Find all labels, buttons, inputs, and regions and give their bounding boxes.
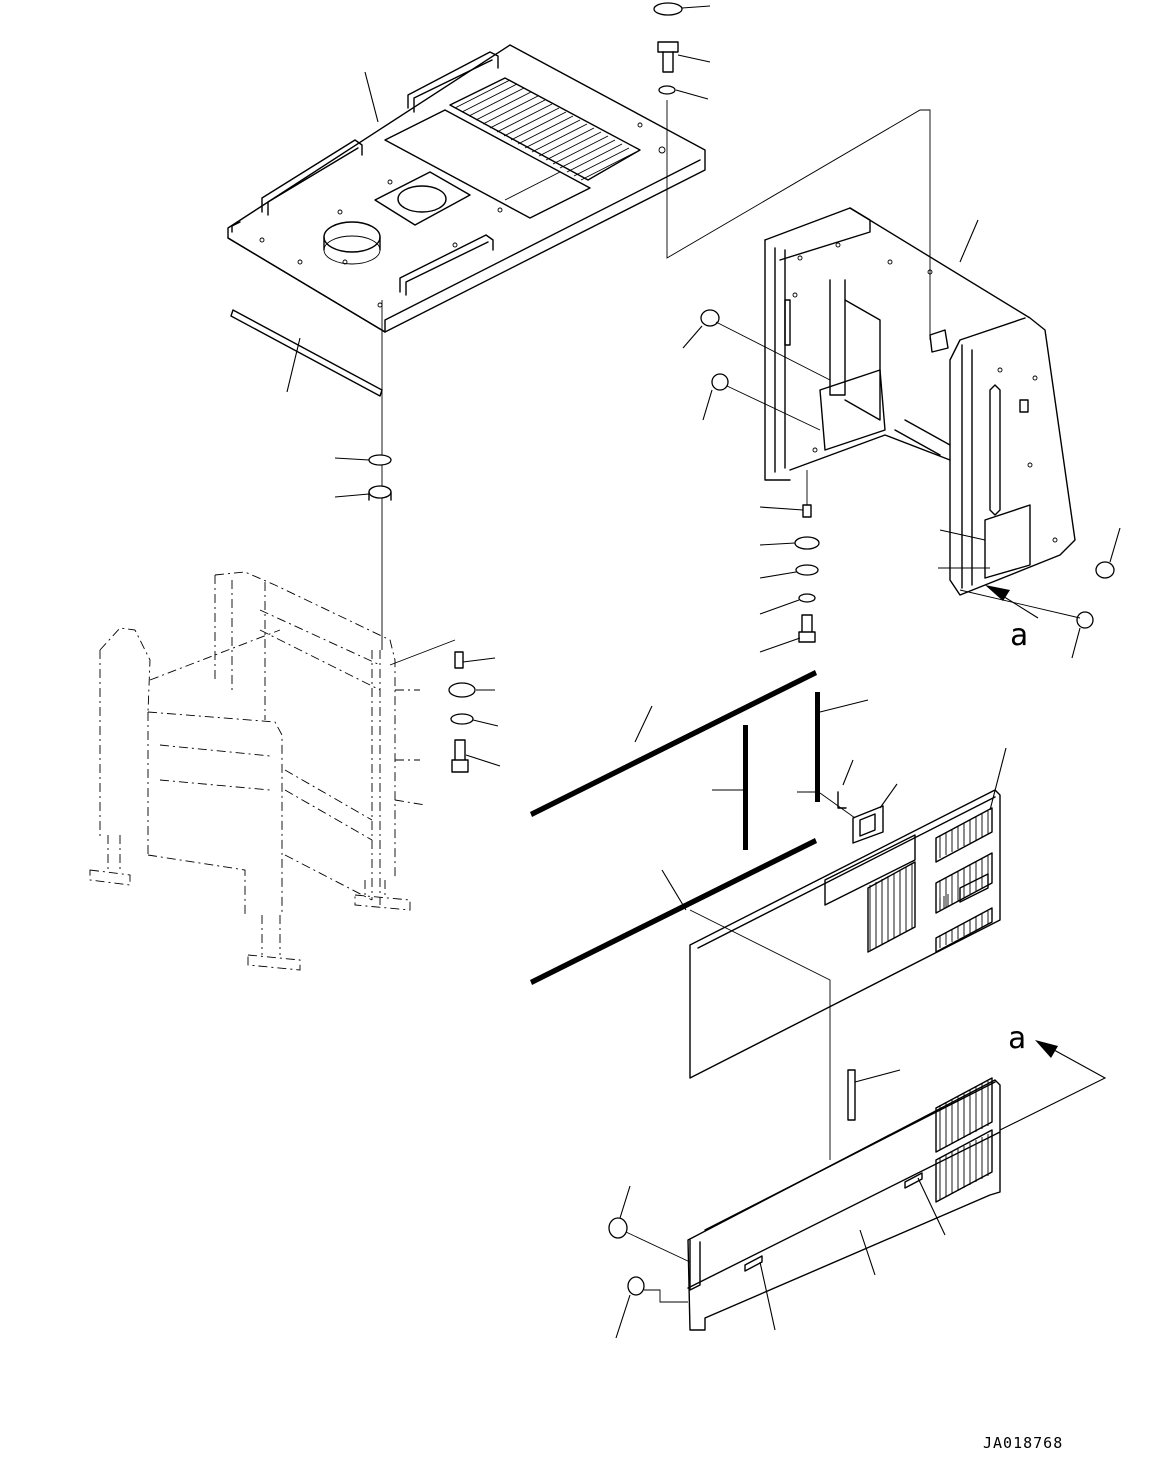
view-label-a-lower: a — [1008, 1021, 1026, 1056]
view-label-a-upper: a — [1010, 618, 1028, 653]
roof-holes — [259, 122, 666, 308]
cab-frame — [89, 571, 456, 971]
lower-door-hardware — [608, 1185, 691, 1339]
mount-hardware-left — [334, 454, 501, 773]
side-door-louvres — [867, 807, 993, 953]
rear-cover-holes — [792, 242, 1058, 543]
side-door-panel — [689, 747, 1007, 1079]
rear-cover — [764, 207, 1076, 596]
roof-bolt-stack — [653, 2, 711, 100]
roof-cover — [227, 44, 706, 333]
view-arrow-a-upper: a — [985, 585, 1039, 653]
rear-cover-hardware — [682, 309, 1121, 659]
roof-louvre-slats — [454, 79, 637, 181]
drawing-code: JA018768 — [983, 1434, 1063, 1452]
lower-door-louvres — [935, 1077, 993, 1203]
view-arrow-a-lower: a — [999, 1021, 1107, 1131]
seal-strips — [530, 670, 898, 985]
lower-door-panel — [687, 1069, 1001, 1331]
roof-seal-strip — [230, 309, 383, 397]
